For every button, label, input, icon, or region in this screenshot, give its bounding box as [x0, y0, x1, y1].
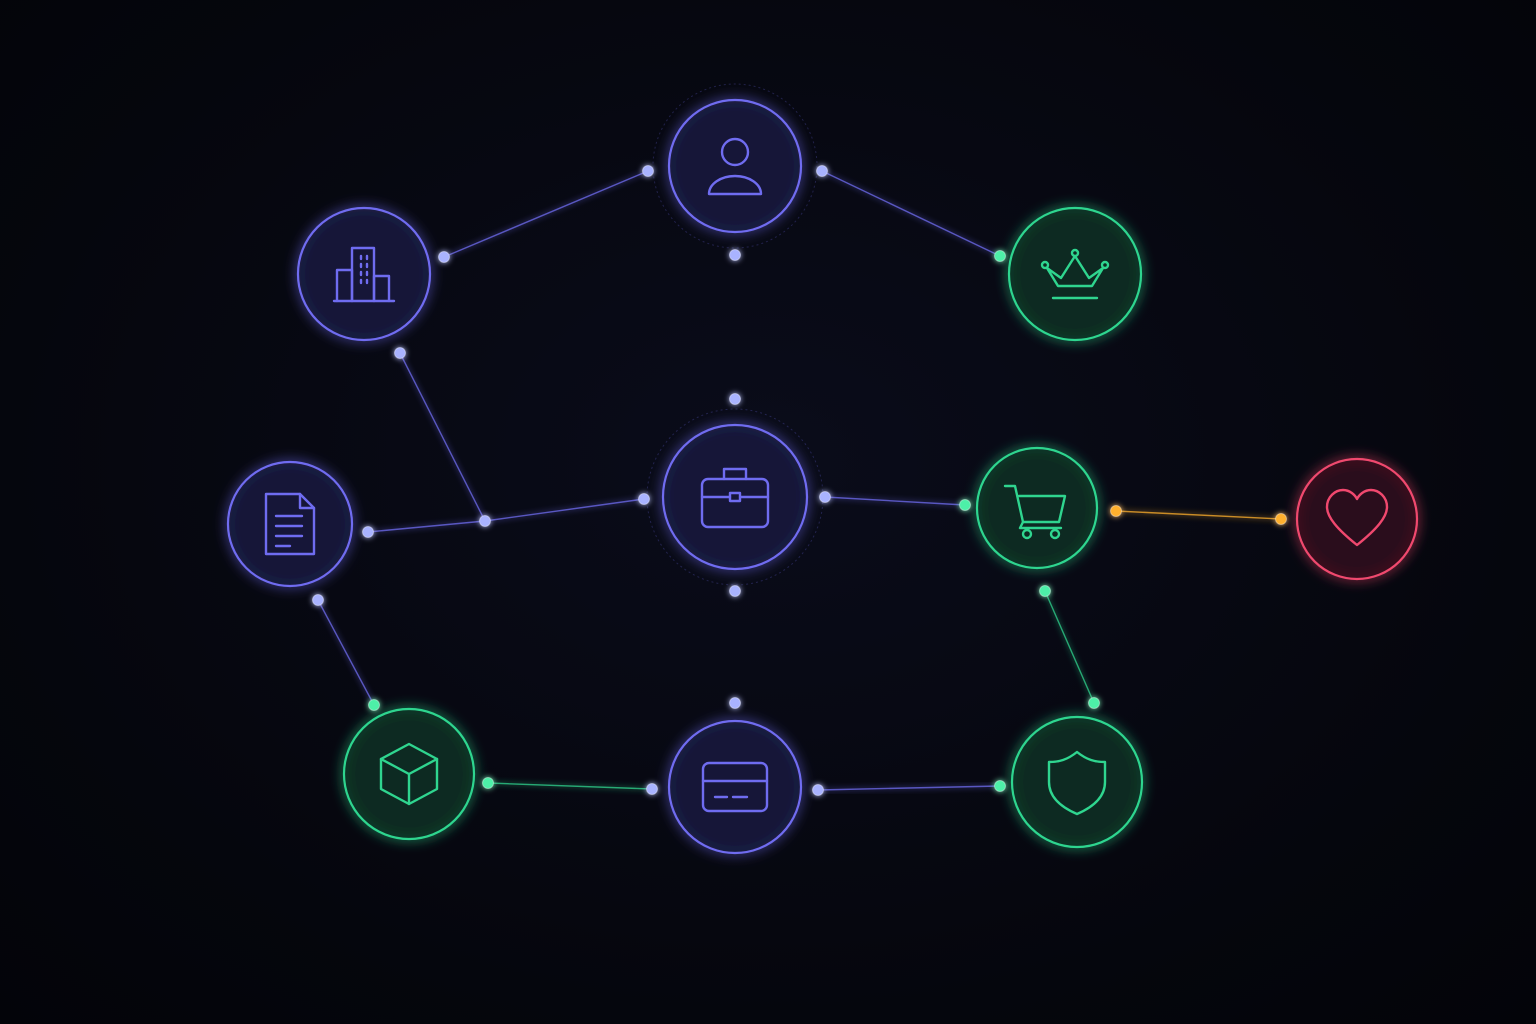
- connector-dot: [482, 777, 494, 789]
- connector-dot: [368, 699, 380, 711]
- credit-card-icon: [701, 761, 769, 813]
- briefcase-icon: [700, 467, 770, 529]
- connector-dot: [819, 491, 831, 503]
- connector-dot: [479, 515, 491, 527]
- connector-dot: [394, 347, 406, 359]
- crown-icon: [1040, 248, 1110, 300]
- node-circle: [661, 423, 809, 571]
- connector-dot: [959, 499, 971, 511]
- edge-document-cube: [317, 599, 375, 706]
- node-heart[interactable]: [1295, 457, 1419, 581]
- edge-cube-card: [487, 782, 653, 790]
- node-cube[interactable]: [342, 707, 476, 841]
- connector-dot: [994, 250, 1006, 262]
- node-crown[interactable]: [1007, 206, 1143, 342]
- cart-icon: [1003, 484, 1067, 540]
- connector-dot: [1039, 585, 1051, 597]
- node-circle: [1007, 206, 1143, 342]
- document-icon: [264, 492, 316, 556]
- node-circle: [296, 206, 432, 342]
- node-circle: [975, 446, 1099, 570]
- connector-dot: [1088, 697, 1100, 709]
- shield-icon: [1047, 750, 1107, 816]
- connector-dot: [646, 783, 658, 795]
- connector-dot: [729, 393, 741, 405]
- node-circle: [667, 719, 803, 855]
- node-circle: [1295, 457, 1419, 581]
- node-briefcase[interactable]: [646, 408, 824, 586]
- node-halo: [652, 83, 818, 249]
- node-card[interactable]: [667, 719, 803, 855]
- connector-dot: [312, 594, 324, 606]
- edge-user-building: [443, 170, 649, 258]
- edge-building-document-junction: [399, 352, 486, 522]
- connector-dot: [729, 249, 741, 261]
- edge-cart-shield: [1044, 590, 1095, 704]
- edge-briefcase-cart: [824, 496, 966, 506]
- node-cart[interactable]: [975, 446, 1099, 570]
- connector-dot: [642, 165, 654, 177]
- node-user[interactable]: [652, 83, 818, 249]
- connector-dot: [812, 784, 824, 796]
- node-circle: [1010, 715, 1144, 849]
- edge-user-crown: [821, 170, 1001, 257]
- node-circle: [226, 460, 354, 588]
- connector-dot: [729, 585, 741, 597]
- node-building[interactable]: [296, 206, 432, 342]
- connector-dot: [994, 780, 1006, 792]
- connector-dot: [729, 697, 741, 709]
- user-icon: [707, 137, 763, 196]
- connector-dot: [438, 251, 450, 263]
- connector-dots: [312, 165, 1287, 796]
- edge-cart-heart: [1115, 510, 1282, 520]
- connector-dot: [1110, 505, 1122, 517]
- edge-document-briefcase: [367, 498, 645, 533]
- edge-card-shield: [817, 785, 1001, 791]
- connector-dot: [816, 165, 828, 177]
- building-icon: [332, 246, 396, 303]
- connector-dot: [638, 493, 650, 505]
- node-document[interactable]: [226, 460, 354, 588]
- node-shield[interactable]: [1010, 715, 1144, 849]
- nodes: [226, 83, 1419, 855]
- connector-dot: [362, 526, 374, 538]
- connector-dot: [1275, 513, 1287, 525]
- heart-icon: [1325, 488, 1389, 547]
- cube-icon: [379, 742, 439, 806]
